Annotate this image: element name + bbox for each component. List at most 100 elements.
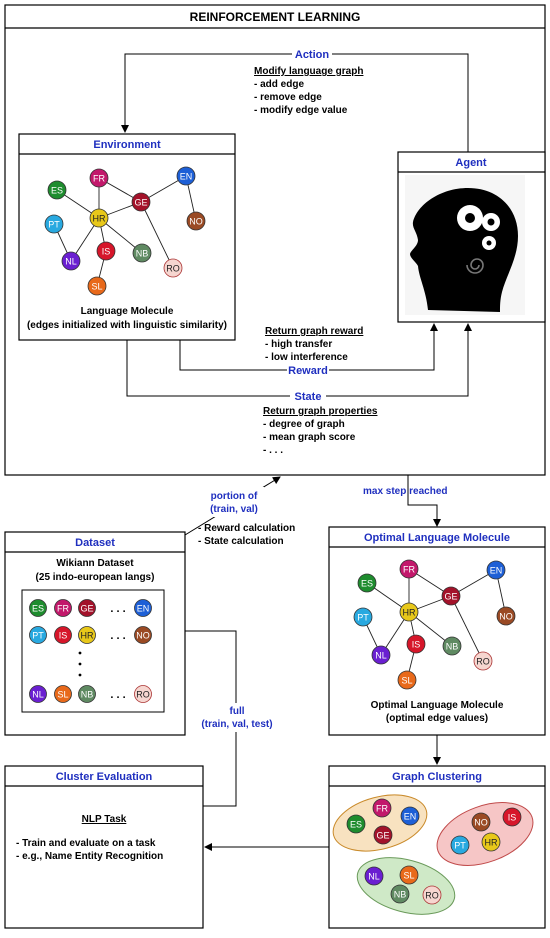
node-label: RO [166,264,180,274]
node-label: FR [403,565,415,575]
cluster-group-3: NL SL NB RO [356,857,456,915]
node-label: NB [136,249,149,259]
node-label: PT [48,220,60,230]
node-label: IS [59,631,68,641]
node-label: GE [376,831,389,841]
node-FR [89,168,109,188]
max-step-arrow [407,475,441,527]
node-NL [371,645,391,665]
portion-note: - State calculation [198,536,284,547]
node-label: HR [81,631,94,641]
node-label: ES [350,820,362,830]
node-NL [29,685,47,703]
environment-box [18,133,236,341]
rl-title: REINFORCEMENT LEARNING [190,10,361,24]
portion-note: - Reward calculation [198,523,295,534]
node-label: FR [376,804,388,814]
node-ES [47,180,67,200]
agent-title: Agent [455,157,487,169]
state-item: - mean graph score [263,432,356,443]
node-label: HR [93,214,106,224]
node-NB [78,685,96,703]
node-label: NL [375,651,387,661]
action-item: - modify edge value [254,105,348,116]
node-label: SL [91,282,102,292]
node-label: IS [508,813,517,823]
max-step-label: max step reached [363,486,448,497]
node-GE [131,192,151,212]
reward-item: - high transfer [265,339,332,350]
node-EN [400,806,420,826]
graph-clustering-title: Graph Clustering [392,771,482,783]
node-NO [134,626,152,644]
node-RO [473,651,493,671]
node-NO [496,606,516,626]
node-label: NB [446,642,459,652]
node-label: PT [454,841,466,851]
node-label: SL [403,871,414,881]
node-NL [364,866,384,886]
node-RO [134,685,152,703]
ellipsis: . . . [110,689,125,701]
node-IS [54,626,72,644]
node-label: RO [425,891,439,901]
node-NO [186,211,206,231]
node-HR [399,602,419,622]
cluster-group-2: NO IS PT HR [436,802,534,866]
node-label: HR [485,838,498,848]
node-RO [163,258,183,278]
cluster-evaluation-title: Cluster Evaluation [56,771,153,783]
node-label: EN [490,566,503,576]
action-label: Action [295,49,330,61]
node-PT [29,626,47,644]
node-NB [442,636,462,656]
full-label: (train, val, test) [201,719,272,730]
node-label: ES [32,604,44,614]
node-label: NL [32,690,44,700]
node-label: ES [51,186,63,196]
node-label: NO [136,631,150,641]
node-NB [132,243,152,263]
cluster-group-1: FR EN ES GE [332,794,428,852]
node-SL [87,276,107,296]
node-RO [422,885,442,905]
node-PT [353,607,373,627]
node-NO [471,812,491,832]
node-label: PT [32,631,44,641]
node-EN [176,166,196,186]
cluster-evaluation-box [4,765,204,929]
node-IS [406,634,426,654]
node-label: RO [136,690,150,700]
optimal-title: Optimal Language Molecule [364,532,510,544]
environment-caption: (edges initialized with linguistic simil… [27,320,227,331]
full-label: full [230,706,245,717]
node-label: NB [81,690,94,700]
node-NL [61,251,81,271]
node-FR [399,559,419,579]
state-item: - . . . [263,445,283,456]
portion-label: portion of [211,491,258,502]
reward-item: - low interference [265,352,348,363]
node-SL [397,670,417,690]
node-ES [346,814,366,834]
node-SL [399,865,419,885]
vertical-ellipsis [78,651,82,677]
node-FR [54,599,72,617]
node-label: NL [65,257,77,267]
action-item: - add edge [254,79,304,90]
node-label: EN [137,604,150,614]
node-IS [96,241,116,261]
dataset-name: Wikiann Dataset [56,558,134,569]
node-label: SL [401,676,412,686]
nlp-task-item: - Train and evaluate on a task [16,838,156,849]
node-label: NO [189,217,203,227]
dataset-grid: ES FR GE . . . EN PT IS HR . . . NO NL S… [29,599,152,703]
node-label: IS [412,640,421,650]
node-label: PT [357,613,369,623]
node-label: FR [93,174,105,184]
optimal-graph: ES FR GE EN PT HR NO IS NB NL RO SL [353,559,516,690]
node-label: NO [474,818,488,828]
node-ES [29,599,47,617]
dataset-title: Dataset [75,537,115,549]
